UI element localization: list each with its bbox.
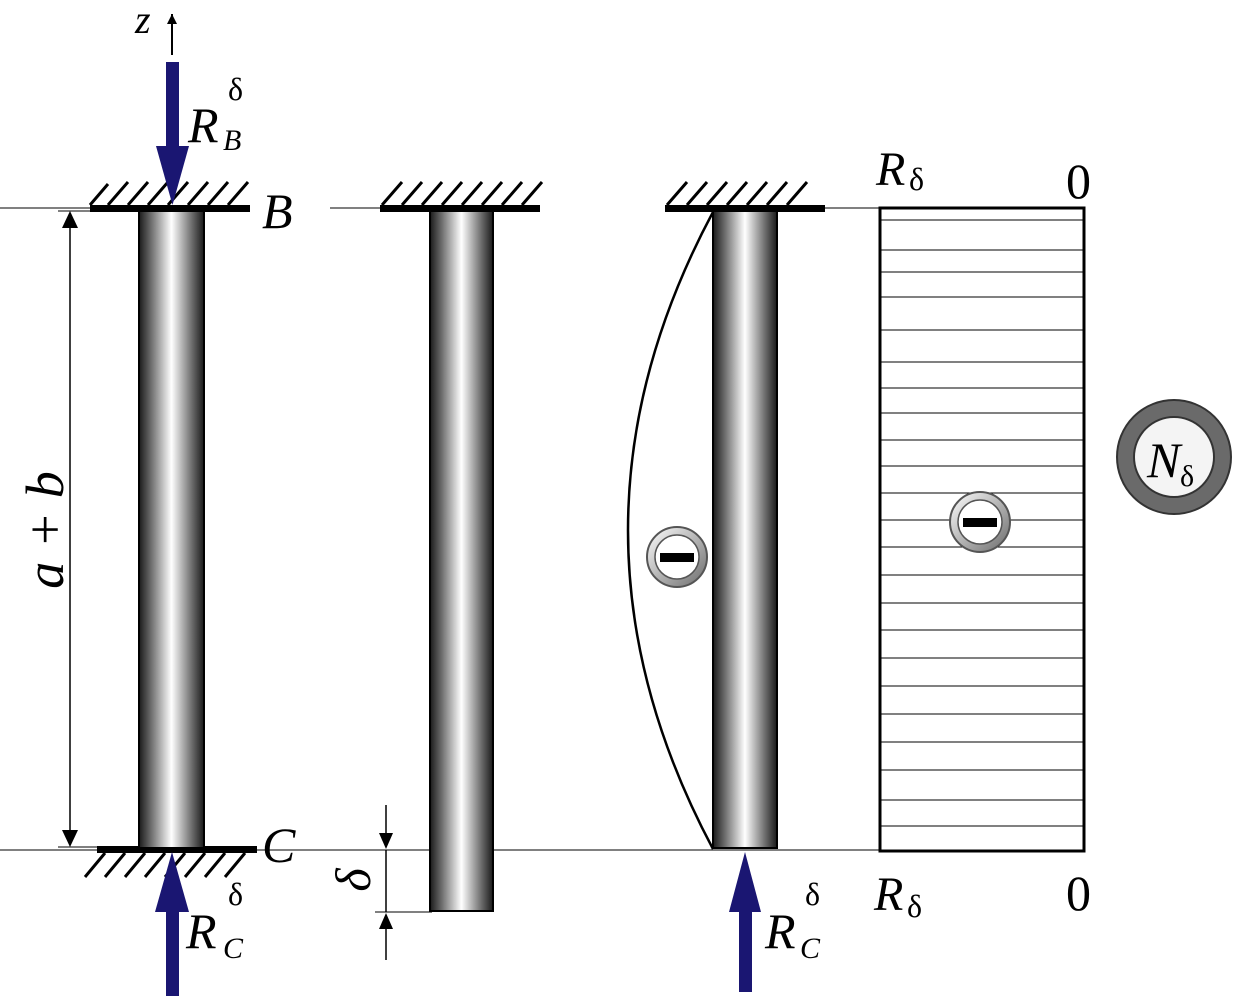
svg-text:C: C [800,932,821,965]
gap-label-delta: δ [325,868,381,892]
fixed-support-b [88,181,250,212]
svg-text:δ: δ [805,876,820,912]
axial-force-diagram: R δ 0 R δ 0 N δ [873,143,1232,924]
rod-fixed-both-ends: z R B δ B R C δ C a + b [0,0,880,996]
force-diagram-frame [878,206,1086,853]
svg-text:R: R [185,903,217,959]
reaction-label-c-right: R C δ [764,876,821,965]
svg-text:δ: δ [1180,460,1194,493]
svg-text:R: R [873,868,903,921]
svg-text:δ: δ [909,161,924,197]
reaction-arrow-c-left [155,852,189,996]
gap-dimension: δ [325,805,432,960]
rod-free-with-gap: δ [325,181,544,960]
point-label-c: C [262,817,296,873]
fixed-support-top-3 [665,181,825,212]
rod-with-reaction-and-deflection-curve: R C δ [626,181,880,992]
minus-badge-left [646,526,708,588]
rod-2 [429,210,494,912]
point-label-b: B [262,183,293,239]
dimension-a-plus-b: a + b [15,210,100,848]
zero-label-top: 0 [1066,153,1091,209]
svg-text:R: R [187,97,219,153]
rod [138,210,205,849]
r-delta-label-top: R δ [875,143,924,197]
fixed-support-top-2 [380,181,544,212]
r-delta-label-bottom: R δ [873,868,922,924]
deflection-curve [626,211,715,850]
zero-label-bottom: 0 [1066,865,1091,921]
svg-text:R: R [764,903,796,959]
svg-text:δ: δ [907,888,922,924]
svg-text:δ: δ [228,71,243,107]
reaction-label-c-left: R C δ [185,876,244,965]
svg-text:R: R [875,143,905,196]
n-delta-badge: N δ [1116,399,1232,515]
rod-3 [712,210,778,849]
reaction-arrow-c-right [729,852,761,992]
dimension-label-a-plus-b: a + b [15,471,75,588]
z-axis-label: z [134,0,151,42]
svg-text:N: N [1146,432,1183,488]
svg-text:C: C [223,932,244,965]
minus-badge-right [949,491,1011,553]
svg-text:B: B [223,124,241,157]
svg-text:δ: δ [228,876,243,912]
reaction-label-b: R B δ [187,71,243,157]
reaction-arrow-b [156,62,189,205]
